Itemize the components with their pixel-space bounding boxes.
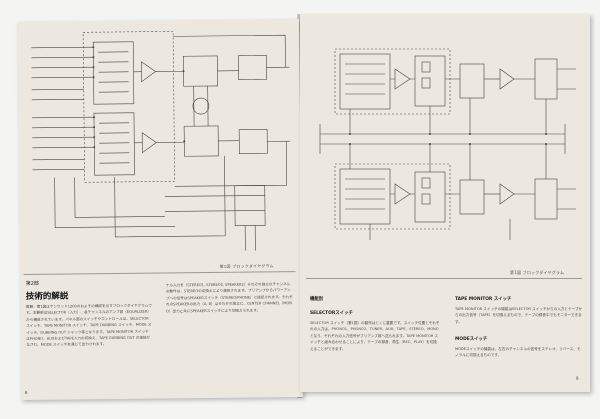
right-column-2a: TAPE MONITOR スイッチの機能はSELECTOR スイッチからの入力と… [455,307,583,324]
left-block-diagram [31,31,291,251]
left-page: 第1図 ブロックダイヤグラム 第2部 技術的解説 概観：第1図はケンウッド120… [17,19,303,400]
left-figure-caption: 第1図 ブロックダイヤグラム [219,263,274,269]
left-column-1: 概観：第1図はケンウッド1200のおよその構成を示すブロックダイヤグラムです。主… [25,303,152,348]
right-column-2b: MODEスイッチの機能は、左右のチャンネルの信号をステレオ、リバース、モノラルに… [455,347,581,358]
left-divider [23,271,296,275]
right-figure-caption: 第1図 ブロックダイヤグラム [510,270,565,275]
section-tag: 第2部 [25,280,39,287]
right-subhead-tape-monitor: TAPE MONITOR スイッチ [455,297,512,302]
right-page: 第1図 ブロックダイヤグラム 機能別 SELECTORスイッチ SELECTOR… [300,14,590,392]
left-column-2: ナル入力を（STEREO1, STEREO2, SPEAKER2）それぞれ独立の… [165,282,293,314]
section-title: 技術的解説 [25,291,69,302]
right-subhead-function: 機能別 [310,297,324,302]
right-divider [306,278,582,279]
left-page-number: 8 [24,389,28,395]
right-column-1: SELECTOR スイッチ（第1図）の動作はとくに重要です。スイッチ位置とそれぞ… [310,321,440,351]
right-page-number: 9 [576,376,579,381]
right-subhead-selector: SELECTORスイッチ [310,311,353,316]
right-block-diagram [319,48,576,240]
right-subhead-mode: MODEスイッチ [455,337,488,342]
